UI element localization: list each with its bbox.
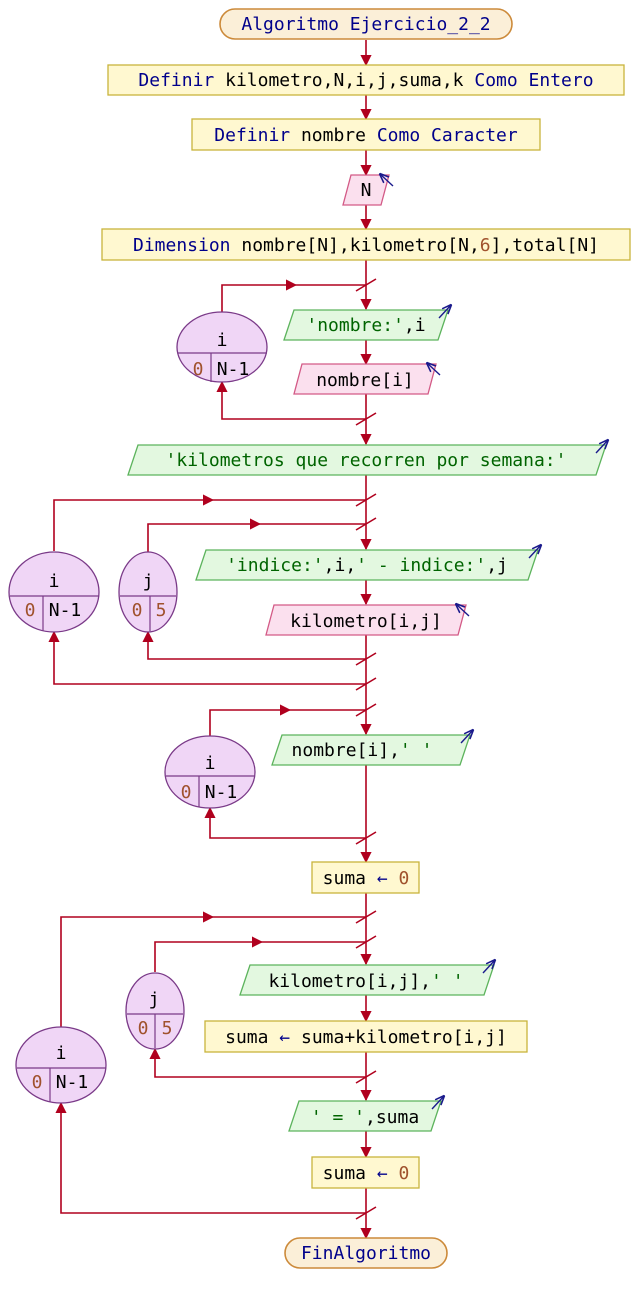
output-arrow-icon xyxy=(438,305,451,319)
loop1-var: i xyxy=(217,330,228,351)
svg-text:j: j xyxy=(149,989,160,1010)
write-nombre-prompt: 'nombre:',i xyxy=(283,305,451,341)
output-arrow-icon xyxy=(431,1096,444,1110)
assign-suma-zero-1: suma ← 0 xyxy=(311,861,420,894)
svg-text:'nombre:',i: 'nombre:',i xyxy=(306,315,425,336)
define1-type: Como Entero xyxy=(474,70,593,91)
svg-text:suma ← 0: suma ← 0 xyxy=(323,868,410,889)
output-arrow-icon xyxy=(528,545,541,559)
loop4-inner-for-node: j 0 5 xyxy=(125,972,185,1050)
write-kilometro-values: kilometro[i,j],' ' xyxy=(239,960,495,996)
svg-text:'indice:',i,' - indice:',j: 'indice:',i,' - indice:',j xyxy=(226,555,508,576)
define-entero-block: Definir kilometro,N,i,j,suma,k Como Ente… xyxy=(107,64,625,96)
end-terminal: FinAlgoritmo xyxy=(284,1237,448,1269)
svg-text:0: 0 xyxy=(132,600,143,621)
define2-vars: nombre xyxy=(290,125,377,146)
svg-text:suma ← suma+kilometro[i,j]: suma ← suma+kilometro[i,j] xyxy=(225,1027,507,1048)
input-arrow-icon xyxy=(427,363,441,376)
define2-keyword: Definir xyxy=(214,125,290,146)
svg-text:0: 0 xyxy=(32,1072,43,1093)
svg-text:i: i xyxy=(205,753,216,774)
end-label: FinAlgoritmo xyxy=(301,1243,431,1264)
svg-text:i: i xyxy=(49,571,60,592)
svg-text:N-1: N-1 xyxy=(56,1072,89,1093)
input-arrow-icon xyxy=(456,604,470,617)
read-n-label: N xyxy=(361,180,372,201)
loop2-outer-for-node: i 0 N-1 xyxy=(8,551,100,633)
write-nombre-values: nombre[i],' ' xyxy=(271,730,473,766)
svg-text:j: j xyxy=(143,571,154,592)
svg-text:0: 0 xyxy=(25,600,36,621)
output-arrow-icon xyxy=(460,730,473,744)
svg-text:5: 5 xyxy=(162,1018,173,1039)
define2-type: Como Caracter xyxy=(377,125,518,146)
loop-ticks xyxy=(355,278,377,1220)
read-n-block: N xyxy=(342,174,394,206)
svg-text:0: 0 xyxy=(138,1018,149,1039)
svg-text:Dimension nombre[N],kilometro[: Dimension nombre[N],kilometro[N,6],total… xyxy=(133,235,599,256)
define1-keyword: Definir xyxy=(138,70,214,91)
output-arrow-icon xyxy=(482,960,495,974)
define-caracter-block: Definir nombre Como Caracter xyxy=(191,118,541,151)
loop1-for-node: i 0 N-1 xyxy=(176,311,268,383)
write-suma-result: ' = ',suma xyxy=(288,1096,444,1132)
svg-text:'kilometros que recorren por s: 'kilometros que recorren por semana:' xyxy=(166,450,567,471)
start-label: Algoritmo Ejercicio_2_2 xyxy=(241,14,490,35)
svg-text:Definir nombre Como Caracter: Definir nombre Como Caracter xyxy=(214,125,518,146)
input-arrow-icon xyxy=(380,174,394,187)
loop3-for-node: i 0 N-1 xyxy=(164,735,256,809)
svg-text:kilometro[i,j],' ': kilometro[i,j],' ' xyxy=(268,971,463,992)
define1-vars: kilometro,N,i,j,suma,k xyxy=(214,70,474,91)
loop1-to: N-1 xyxy=(217,359,250,380)
loop4-outer-for-node: i 0 N-1 xyxy=(15,1026,107,1104)
start-terminal: Algoritmo Ejercicio_2_2 xyxy=(219,8,513,40)
loop2-inner-for-node: j 0 5 xyxy=(118,551,178,633)
read-nombre-block: nombre[i] xyxy=(293,363,441,395)
dimension-keyword: Dimension xyxy=(133,235,231,256)
svg-text:5: 5 xyxy=(156,600,167,621)
svg-text:nombre[i]: nombre[i] xyxy=(316,370,414,391)
svg-text:i: i xyxy=(56,1043,67,1064)
write-indice-prompt: 'indice:',i,' - indice:',j xyxy=(195,545,541,581)
read-kilometro-block: kilometro[i,j] xyxy=(265,604,470,636)
loop1-from: 0 xyxy=(193,359,204,380)
loop-edges xyxy=(48,279,366,1214)
svg-text:nombre[i],' ': nombre[i],' ' xyxy=(292,740,433,761)
svg-text:suma ← 0: suma ← 0 xyxy=(323,1163,410,1184)
output-arrow-icon xyxy=(595,440,608,454)
assign-suma-accumulate: suma ← suma+kilometro[i,j] xyxy=(204,1020,528,1053)
svg-text:0: 0 xyxy=(181,782,192,803)
assign-suma-zero-2: suma ← 0 xyxy=(311,1156,420,1189)
dimension-block: Dimension nombre[N],kilometro[N,6],total… xyxy=(101,228,631,261)
svg-text:kilometro[i,j]: kilometro[i,j] xyxy=(290,611,442,632)
write-kilometros-prompt: 'kilometros que recorren por semana:' xyxy=(127,440,608,476)
svg-text:N-1: N-1 xyxy=(205,782,238,803)
svg-text:' = ',suma: ' = ',suma xyxy=(311,1107,419,1128)
svg-text:Definir kilometro,N,i,j,suma,k: Definir kilometro,N,i,j,suma,k Como Ente… xyxy=(138,70,593,91)
svg-text:N-1: N-1 xyxy=(49,600,82,621)
